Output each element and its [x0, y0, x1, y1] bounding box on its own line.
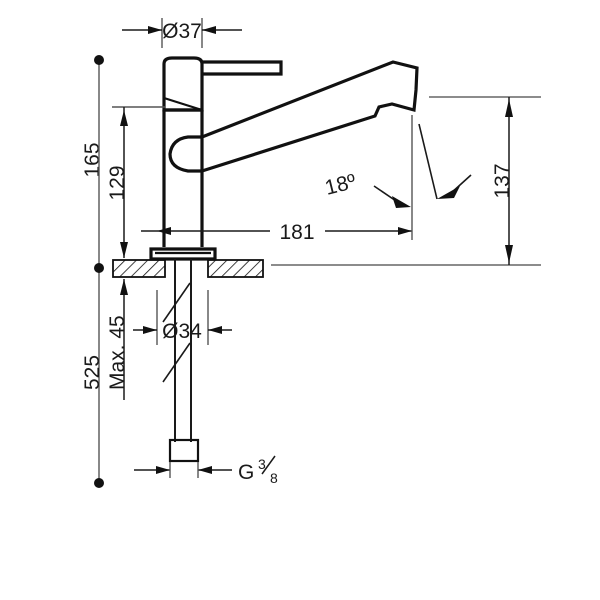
- label-thread-g: G: [238, 461, 254, 484]
- spout-rear-elbow: [168, 135, 202, 173]
- arrow-181-right: [398, 227, 412, 235]
- arrow-left-34: [143, 326, 157, 334]
- countertop-section: [112, 259, 264, 278]
- arrow-right-34: [208, 326, 222, 334]
- label-max-thickness: Max. 45: [106, 315, 129, 390]
- countertop-right: [207, 259, 264, 278]
- dot-top-525: [94, 55, 104, 65]
- thread-arrow-left: [156, 466, 170, 474]
- leader-shank-lower: [162, 342, 191, 383]
- label-body-height: 129: [106, 165, 129, 200]
- arrow-bottom-137: [505, 245, 513, 263]
- callout-inlet-thread: G 3 8: [134, 455, 278, 486]
- arrow-right: [202, 26, 216, 34]
- thread-arrow-right: [198, 466, 212, 474]
- arrow-top-137: [505, 99, 513, 117]
- label-spout-reach: 181: [279, 221, 314, 244]
- lever-facet: [163, 96, 203, 112]
- lever-cap: [162, 56, 204, 112]
- arrow-top-129: [120, 110, 128, 126]
- label-shank-diameter: Ø34: [162, 320, 202, 343]
- arrow-181-left: [157, 227, 171, 235]
- label-hose-length: 525: [81, 355, 104, 390]
- dimension-hose-length: 525: [81, 55, 104, 488]
- inlet-thread-block: [168, 438, 200, 463]
- countertop-left: [112, 259, 166, 278]
- fraction-bar: [261, 455, 276, 475]
- dot-mid-525: [94, 263, 104, 273]
- dimension-body-diameter: Ø37: [122, 18, 242, 48]
- arrow-angle: [392, 196, 411, 208]
- faucet-body-outline: [149, 56, 419, 261]
- label-thread-denominator: 8: [270, 470, 278, 486]
- leader-shank-upper: [162, 282, 191, 323]
- dimension-body-height: 129: [106, 106, 165, 258]
- label-spout-outlet-height: 137: [491, 163, 514, 198]
- column: [162, 110, 204, 247]
- base-flange: [149, 247, 217, 261]
- label-overall-height: 165: [81, 142, 104, 177]
- dimension-max-counter-thickness: Max. 45: [106, 279, 129, 400]
- label-thread-numerator: 3: [258, 456, 266, 472]
- shank-and-hose: [168, 259, 200, 463]
- dimension-spout-reach: 181: [141, 115, 413, 244]
- arrow-angle-ref: [437, 186, 460, 199]
- dot-bottom-525: [94, 478, 104, 488]
- lever-arm: [202, 60, 283, 76]
- dimension-shank-diameter: Ø34: [133, 282, 232, 383]
- dimension-spout-outlet-height: 137: [271, 96, 541, 266]
- arrow-left: [148, 26, 162, 34]
- dimension-overall-spout-height: 165: [81, 142, 104, 177]
- leader-angle-ref: [418, 123, 438, 200]
- arrow-bottom-129: [120, 242, 128, 258]
- label-body-diameter: Ø37: [162, 20, 202, 43]
- arrow-max45: [120, 279, 128, 295]
- spout-outline: [201, 60, 419, 173]
- label-spout-angle: 18º: [323, 170, 359, 200]
- dimension-spout-swivel-angle: 18º: [323, 123, 472, 208]
